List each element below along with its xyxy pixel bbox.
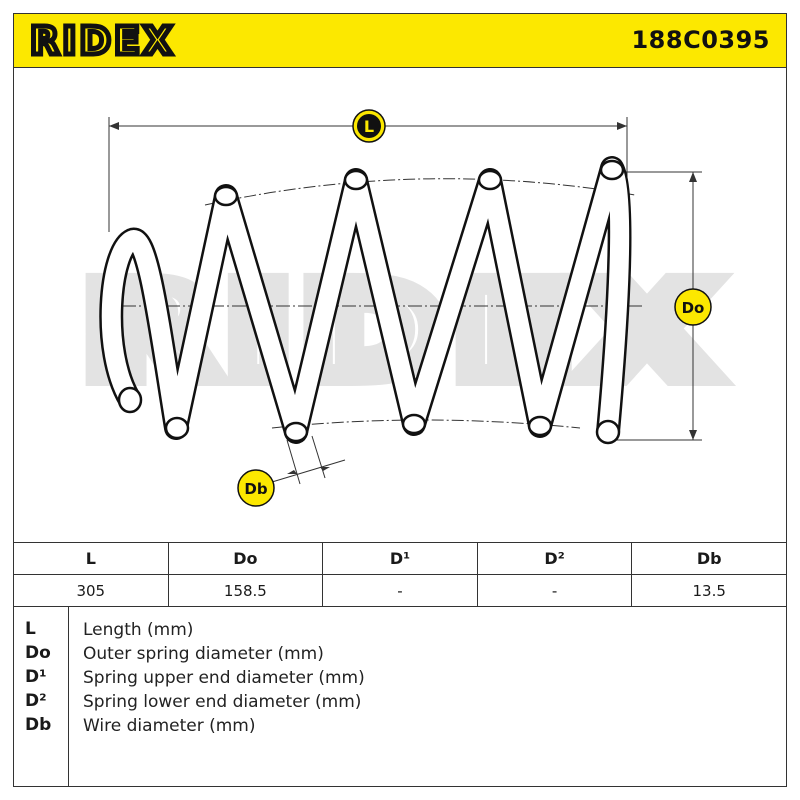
legend-key: L	[25, 619, 36, 639]
wire-arrow-left	[287, 470, 297, 474]
coil-bottom-turn-3	[401, 413, 427, 435]
brand-logo-text: RIDEX	[30, 21, 175, 61]
legend-desc: Spring lower end diameter (mm)	[83, 692, 362, 712]
legend-item: Do Outer spring diameter (mm)	[13, 643, 787, 667]
coil-bottom-turn-2	[283, 421, 309, 443]
legend-desc: Wire diameter (mm)	[83, 716, 256, 736]
legend-divider	[68, 607, 69, 787]
legend-item: Db Wire diameter (mm)	[13, 715, 787, 739]
length-badge-label: L	[364, 117, 374, 136]
wire-diameter-badge-label: Db	[244, 480, 267, 498]
coil-spring-fill	[101, 158, 630, 442]
diameter-arrow-bottom	[689, 430, 697, 440]
legend-desc: Outer spring diameter (mm)	[83, 644, 324, 664]
legend-desc: Spring upper end diameter (mm)	[83, 668, 365, 688]
coil-top-turn-1	[213, 185, 239, 207]
spec-header-outer-diameter: Do	[167, 542, 324, 575]
coil-top-turn-4	[599, 159, 625, 181]
spec-value-lower-end-diameter: -	[476, 574, 633, 607]
legend-item: L Length (mm)	[13, 619, 787, 643]
spec-header-length: L	[13, 542, 169, 575]
spring-diagram: RIDEX L Do Db	[74, 109, 726, 507]
legend-desc: Length (mm)	[83, 620, 194, 640]
legend-item: D¹ Spring upper end diameter (mm)	[13, 667, 787, 691]
spec-table: L Do D¹ D² Db 305 158.5 - - 13.5	[13, 542, 787, 607]
wire-extension-right	[311, 435, 326, 479]
coil-end-lower-right	[595, 419, 621, 445]
spec-table-value-row: 305 158.5 - - 13.5	[13, 574, 787, 607]
diameter-arrow-top	[689, 172, 697, 182]
legend-key: D¹	[25, 667, 47, 687]
upper-envelope-arc	[204, 178, 636, 206]
coil-spring	[99, 156, 632, 445]
wire-arrow-right	[320, 467, 330, 471]
spec-value-wire-diameter: 13.5	[631, 574, 787, 607]
spec-header-wire-diameter: Db	[631, 542, 787, 575]
spec-header-lower-end-diameter: D²	[476, 542, 633, 575]
coil-top-turn-3	[477, 169, 503, 191]
coil-bottom-turn-1	[164, 416, 190, 440]
spec-table-header-row: L Do D¹ D² Db	[13, 542, 787, 575]
brand-logo: RIDEX	[28, 17, 195, 66]
wire-extension-left	[286, 439, 301, 485]
coil-bottom-turn-4	[527, 415, 553, 437]
outer-diameter-badge-label: Do	[682, 299, 705, 317]
spec-value-length: 305	[13, 574, 169, 607]
spec-header-upper-end-diameter: D¹	[322, 542, 478, 575]
coil-end-lower-left	[117, 386, 143, 414]
legend-key: Do	[25, 643, 51, 663]
length-arrow-right	[617, 122, 627, 130]
length-badge: L	[352, 109, 386, 143]
wire-dimension-line	[271, 459, 346, 483]
part-number: 188C0395	[631, 26, 770, 54]
wire-diameter-badge: Db	[237, 469, 275, 507]
legend-key: Db	[25, 715, 52, 735]
outer-diameter-badge: Do	[674, 288, 712, 326]
legend: L Length (mm) Do Outer spring diameter (…	[13, 607, 787, 787]
header-bar: RIDEX 188C0395	[13, 13, 787, 68]
spec-value-outer-diameter: 158.5	[167, 574, 324, 607]
spec-value-upper-end-diameter: -	[322, 574, 478, 607]
legend-item: D² Spring lower end diameter (mm)	[13, 691, 787, 715]
legend-key: D²	[25, 691, 47, 711]
length-arrow-left	[109, 122, 119, 130]
coil-top-turn-2	[343, 169, 369, 191]
